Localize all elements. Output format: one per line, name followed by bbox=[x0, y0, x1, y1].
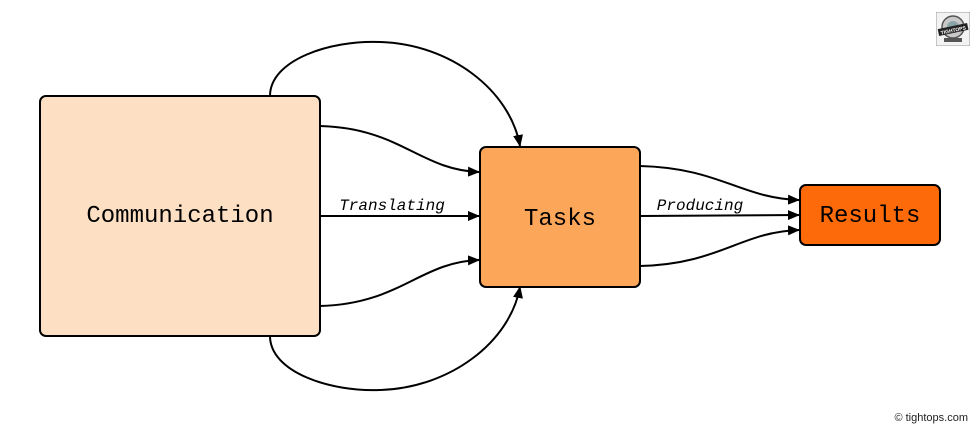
edge-communication-upper bbox=[319, 125, 480, 177]
edge-tasks-upper bbox=[639, 165, 800, 205]
producing-label: Producing bbox=[657, 197, 744, 215]
logo-text: TIGHTOPS bbox=[940, 25, 967, 36]
copyright-text: © tightops.com bbox=[894, 412, 968, 424]
tasks-label: Tasks bbox=[524, 206, 596, 233]
results-label: Results bbox=[820, 203, 921, 230]
tightops-logo-icon: TIGHTOPS bbox=[936, 12, 970, 46]
edge-tasks-lower bbox=[639, 225, 800, 267]
edge-communication-top-loop bbox=[269, 40, 523, 147]
communication-label: Communication bbox=[86, 203, 273, 230]
edge-producing bbox=[639, 210, 800, 221]
edge-communication-lower bbox=[319, 255, 480, 307]
node-communication: Communication bbox=[39, 95, 321, 337]
node-results: Results bbox=[799, 184, 941, 246]
edge-communication-bottom-loop bbox=[269, 286, 523, 392]
node-tasks: Tasks bbox=[479, 146, 641, 288]
translating-label: Translating bbox=[339, 197, 445, 215]
